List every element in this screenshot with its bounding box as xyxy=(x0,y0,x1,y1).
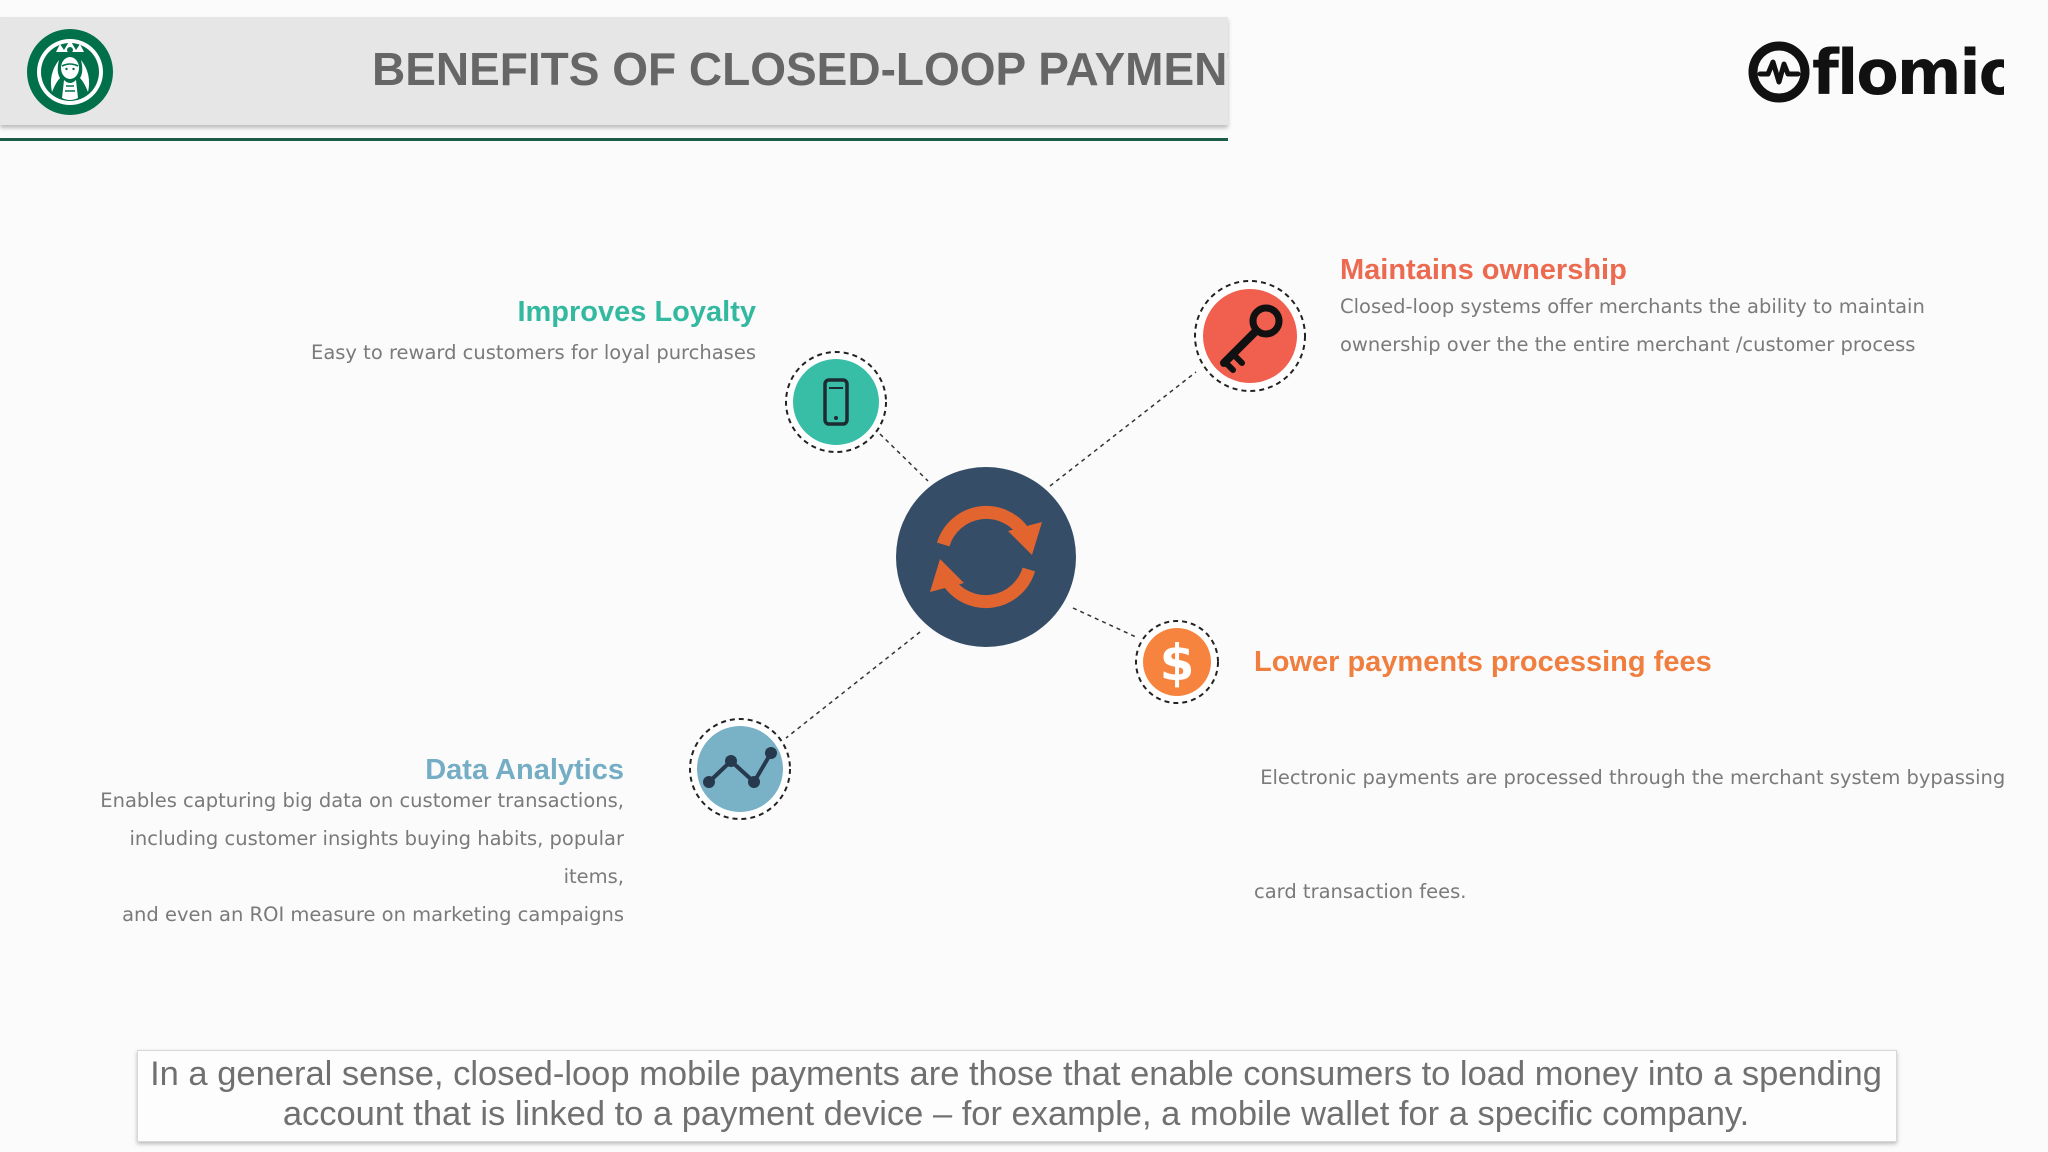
connector-fees xyxy=(1072,607,1137,638)
analytics-line-3: and even an ROI measure on marketing cam… xyxy=(122,903,624,926)
loyalty-node xyxy=(785,351,887,453)
connector-ownership xyxy=(1049,371,1197,487)
ownership-description: Closed-loop systems offer merchants the … xyxy=(1340,288,1980,364)
caption-text: In a general sense, closed-loop mobile p… xyxy=(140,1054,1892,1134)
analytics-line-1: Enables capturing big data on customer t… xyxy=(100,789,624,812)
caption-box xyxy=(137,1050,1897,1142)
analytics-title: Data Analytics xyxy=(425,754,624,786)
line-chart-icon xyxy=(703,747,777,788)
fees-line-1: Electronic payments are processed throug… xyxy=(1254,766,2006,789)
starbucks-logo xyxy=(27,29,113,115)
caption-line-2: account that is linked to a payment devi… xyxy=(282,1095,1750,1133)
ownership-line-2: ownership over the the entire merchant /… xyxy=(1340,333,1916,356)
fees-title: Lower payments processing fees xyxy=(1254,646,1712,678)
loyalty-description: Easy to reward customers for loyal purch… xyxy=(256,334,756,372)
ownership-line-1: Closed-loop systems offer merchants the … xyxy=(1340,295,1925,318)
header-rule xyxy=(0,138,1228,141)
page-title: BENEFITS OF CLOSED-LOOP PAYMENT xyxy=(372,43,1228,95)
flomio-logo: flomio xyxy=(1748,36,2004,108)
fees-node: $ xyxy=(1135,620,1219,704)
smartphone-icon xyxy=(823,378,849,426)
caption-line-1: In a general sense, closed-loop mobile p… xyxy=(150,1055,1882,1093)
analytics-description: Enables capturing big data on customer t… xyxy=(64,782,624,934)
loyalty-line-1: Easy to reward customers for loyal purch… xyxy=(311,341,756,364)
analytics-node xyxy=(689,718,791,820)
ownership-node xyxy=(1194,280,1306,392)
refresh-icon xyxy=(936,505,1036,609)
connector-loyalty xyxy=(879,433,929,482)
analytics-line-2: including customer insights buying habit… xyxy=(129,827,625,888)
connector-analytics xyxy=(785,631,921,739)
fees-description: Electronic payments are processed throug… xyxy=(1254,683,2034,949)
svg-text:flomio: flomio xyxy=(1812,36,2004,108)
key-icon xyxy=(1220,304,1283,373)
header-band xyxy=(0,17,1228,125)
ownership-title: Maintains ownership xyxy=(1340,254,1627,286)
dollar-icon: $ xyxy=(1160,634,1195,692)
fees-line-2: card transaction fees. xyxy=(1254,880,1467,903)
hub xyxy=(896,467,1076,647)
loyalty-title: Improves Loyalty xyxy=(517,296,756,328)
